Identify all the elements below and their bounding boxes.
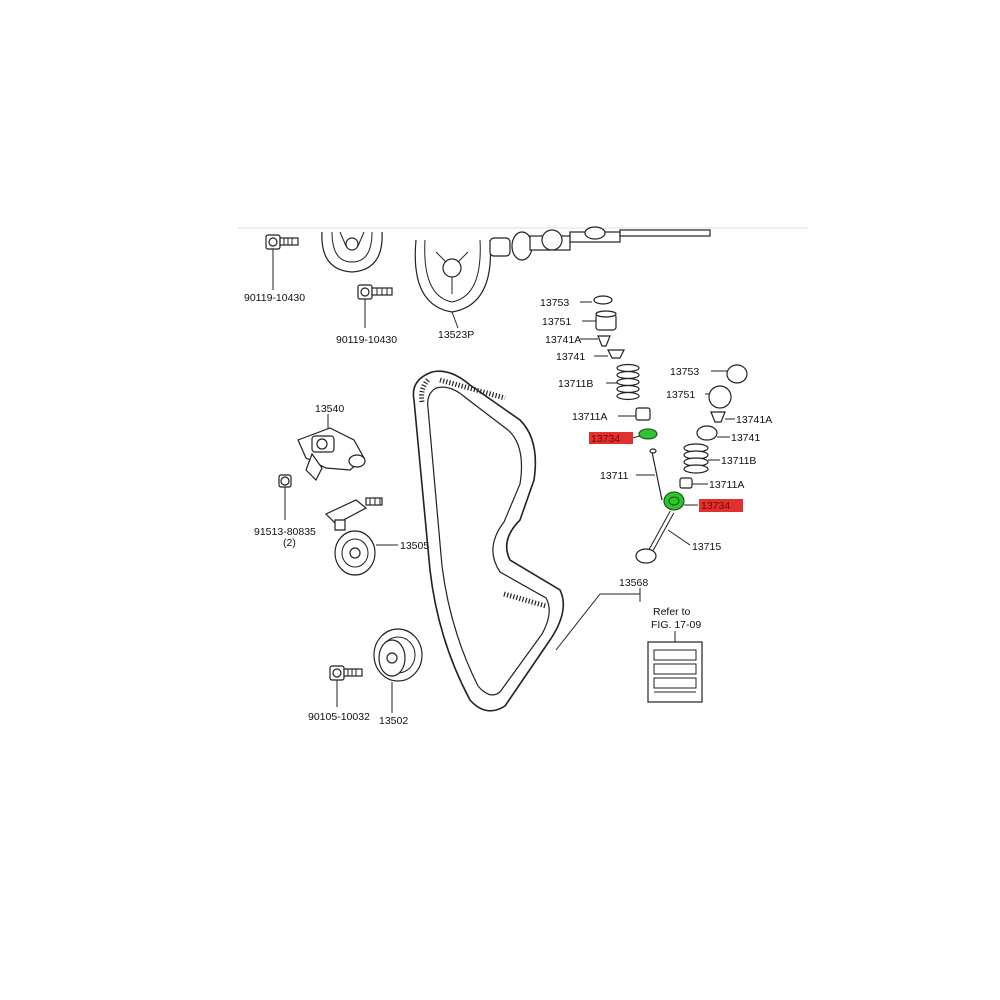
label-bolt-tensioner-qty: (2) bbox=[283, 537, 296, 549]
idler-pulley-upper-icon bbox=[324, 497, 383, 576]
valve-seal-left-icon bbox=[638, 428, 658, 440]
bolt-top-mid-icon bbox=[357, 284, 393, 328]
label-valve-right: 13715 bbox=[692, 541, 721, 553]
label-retainer-left: 13753 bbox=[540, 297, 569, 309]
label-seal-right: 13734 bbox=[701, 500, 730, 512]
label-refer-line1: Refer to bbox=[653, 606, 691, 618]
label-lifter-right: 13751 bbox=[666, 389, 695, 401]
crank-pulley-icon bbox=[321, 231, 383, 273]
label-bolt-top-mid: 90119-10430 bbox=[336, 334, 397, 346]
label-seat-right: 13741 bbox=[731, 432, 760, 444]
label-keeper-right: 13741A bbox=[736, 414, 772, 426]
label-spring-seat-left: 13711A bbox=[572, 411, 607, 423]
highlight-seal-left bbox=[589, 432, 633, 444]
label-refer-line2: FIG. 17-09 bbox=[651, 619, 701, 631]
label-retainer-right: 13753 bbox=[670, 366, 699, 378]
label-belt: 13568 bbox=[619, 577, 648, 589]
label-keeper-left: 13741A bbox=[545, 334, 581, 346]
bolt-idler-icon bbox=[329, 665, 363, 707]
timing-belt-icon bbox=[412, 370, 565, 712]
tensioner-icon bbox=[297, 414, 366, 482]
label-tensioner: 13540 bbox=[315, 403, 344, 415]
camshaft-icon bbox=[489, 226, 711, 261]
label-idler-lower: 13502 bbox=[379, 715, 408, 727]
label-spring-right: 13711B bbox=[721, 455, 756, 467]
label-seat-left: 13741 bbox=[556, 351, 585, 363]
label-bolt-top-left: 90119-10430 bbox=[244, 292, 305, 304]
reference-document-icon bbox=[647, 641, 703, 703]
label-lifter-left: 13751 bbox=[542, 316, 571, 328]
valve-seal-right-icon bbox=[663, 491, 685, 511]
label-bolt-tensioner: 91513-80835 bbox=[254, 526, 316, 538]
label-seal-left: 13734 bbox=[591, 433, 620, 445]
valve-stack-right-icon bbox=[635, 364, 748, 564]
idler-pulley-lower-icon bbox=[373, 628, 423, 682]
label-valve-left: 13711 bbox=[600, 470, 629, 482]
label-spring-seat-right: 13711A bbox=[709, 479, 744, 491]
bolt-top-left-icon bbox=[265, 234, 299, 290]
label-cam-pulley: 13523P bbox=[438, 329, 474, 341]
highlight-seal-right bbox=[699, 499, 743, 512]
label-bolt-idler: 90105-10032 bbox=[308, 711, 370, 723]
label-idler-upper: 13505 bbox=[400, 540, 429, 552]
bolt-tensioner-icon bbox=[278, 474, 292, 520]
valve-stack-left-icon bbox=[580, 295, 663, 501]
label-spring-left: 13711B bbox=[558, 378, 593, 390]
camshaft-pulley-icon bbox=[414, 239, 492, 329]
